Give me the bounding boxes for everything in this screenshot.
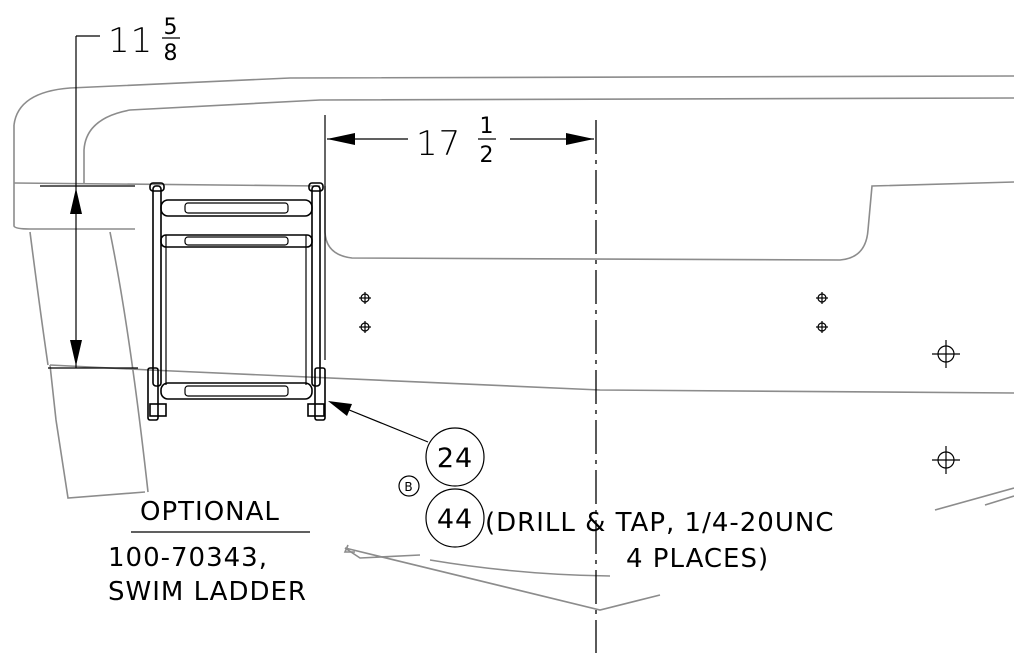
height-dim-numerator: 5 <box>164 15 179 40</box>
ladder-note-description: SWIM LADDER <box>108 577 307 607</box>
hole-marker-icon <box>816 292 828 304</box>
height-dimension <box>40 35 138 369</box>
drill-note-line1: (DRILL & TAP, 1/4-20UNC <box>485 508 834 538</box>
swim-ladder <box>147 115 326 421</box>
ladder-note-part-number: 100-70343, <box>108 543 268 573</box>
callout-44-balloon <box>425 488 485 548</box>
hole-marker-icon <box>816 321 828 333</box>
hole-marker-icon <box>359 292 371 304</box>
height-dim-whole: 11 <box>108 21 153 61</box>
revision-marker-label: B <box>404 480 413 494</box>
hole-marker-icon <box>359 321 371 333</box>
offset-dim-numerator: 1 <box>480 114 495 139</box>
height-dim-denominator: 8 <box>164 41 179 66</box>
ladder-note-optional: OPTIONAL <box>140 497 280 527</box>
fastener-marker-icon <box>932 340 960 368</box>
fastener-marker-icon <box>932 446 960 474</box>
drill-note-line2: 4 PLACES) <box>626 544 769 574</box>
callout-24-leader <box>328 401 429 443</box>
offset-dim-denominator: 2 <box>480 143 495 168</box>
offset-dimension <box>327 133 594 145</box>
callout-24-label: 24 <box>437 443 473 474</box>
revision-marker-balloon <box>398 475 420 497</box>
callout-44-label: 44 <box>437 504 473 535</box>
offset-dim-whole: 17 <box>416 124 461 164</box>
mounting-holes <box>359 292 960 474</box>
callout-24-balloon <box>425 427 485 487</box>
